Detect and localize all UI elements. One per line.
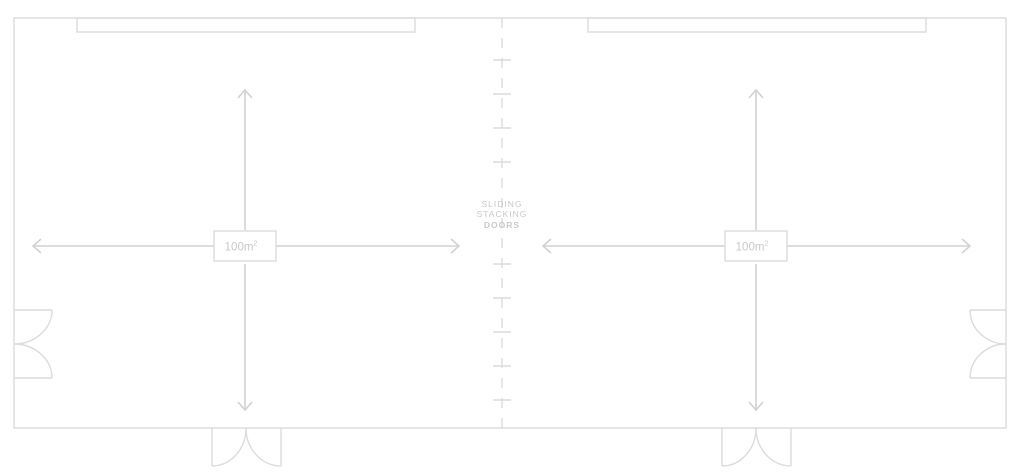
arrowhead-up-left — [237, 88, 253, 99]
arrowhead-down-right — [748, 401, 764, 412]
door-bottom-right — [721, 427, 792, 467]
arrowhead-left-left — [31, 238, 42, 254]
window-left — [76, 17, 416, 33]
room-left-dimensions: 100m2 — [31, 88, 461, 412]
arrowhead-up-right — [748, 88, 764, 99]
arrowhead-down-left — [237, 401, 253, 412]
partition-label: SLIDING STACKING DOORS — [477, 199, 528, 230]
room-right-dimensions: 100m2 — [541, 88, 972, 412]
partition-label-line2: STACKING — [477, 209, 528, 219]
door-left-wall — [13, 309, 53, 379]
partition-label-line1: SLIDING — [481, 199, 522, 209]
door-bottom-left — [211, 427, 282, 467]
area-label-right: 100m2 — [736, 241, 769, 254]
arrowhead-right-left — [450, 238, 461, 254]
partition-ticks — [493, 59, 511, 401]
door-right-wall — [969, 309, 1007, 379]
area-box-left — [213, 230, 277, 262]
outer-wall — [13, 17, 1007, 429]
window-right — [587, 17, 927, 33]
area-label-left: 100m2 — [225, 241, 258, 254]
area-box-right — [724, 230, 788, 262]
arrowhead-right-right — [961, 238, 972, 254]
arrowhead-left-right — [541, 238, 552, 254]
partition-label-line3: DOORS — [484, 220, 520, 230]
